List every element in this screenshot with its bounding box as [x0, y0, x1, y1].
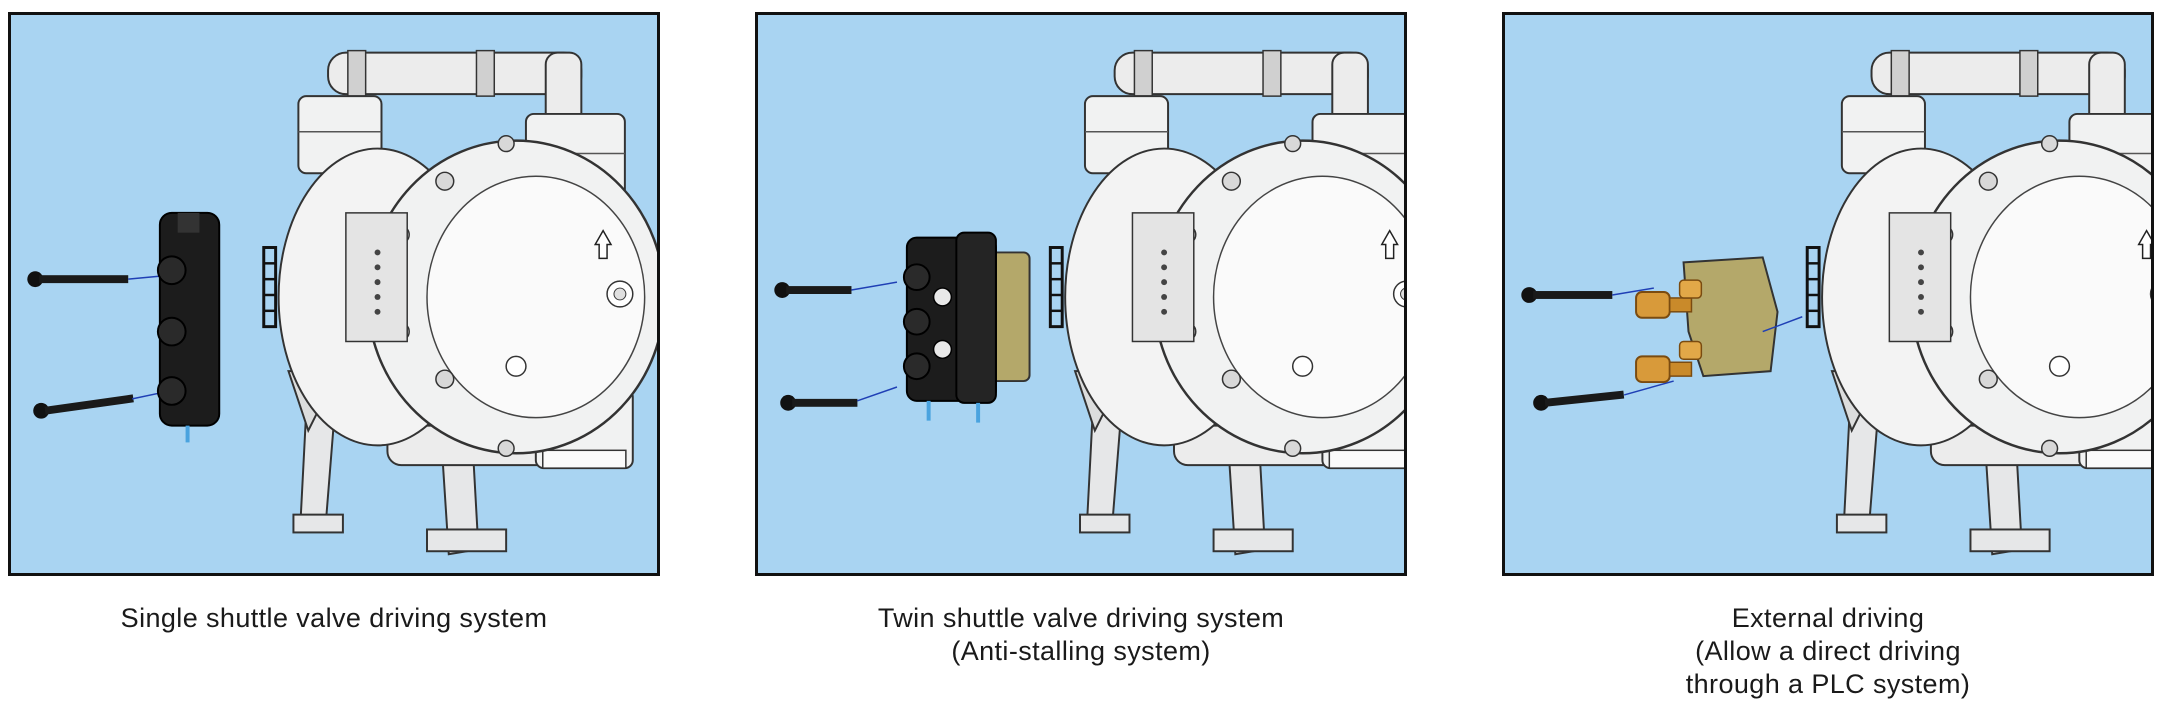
single-shuttle-illustration: [27, 49, 657, 556]
external-driving-block: [1682, 256, 1803, 378]
twin-shuttle-valve: [902, 231, 1031, 423]
brass-air-fittings: [1635, 279, 1703, 384]
caption-line: External driving: [1731, 603, 1925, 633]
mounting-bolt-top: [774, 281, 898, 298]
caption-line: (Anti-stalling system): [951, 636, 1211, 666]
panel-twin-shuttle: [755, 12, 1407, 576]
pump-body: [1048, 49, 1404, 556]
caption-twin-shuttle: Twin shuttle valve driving system (Anti-…: [755, 602, 1407, 668]
caption-single-shuttle: Single shuttle valve driving system: [8, 602, 660, 635]
mounting-bolt-bottom: [1533, 380, 1674, 411]
panel-single-shuttle: [8, 12, 660, 576]
external-driving-illustration: [1521, 49, 2151, 556]
mounting-bolt-bottom: [33, 390, 170, 419]
caption-line: (Allow a direct driving: [1695, 636, 1961, 666]
single-shuttle-valve: [156, 211, 221, 443]
panel-external-driving: [1502, 12, 2154, 576]
twin-shuttle-illustration: [774, 49, 1404, 556]
mounting-bolt-top: [1521, 287, 1654, 303]
mounting-bolt-top: [27, 271, 170, 288]
caption-external-driving: External driving (Allow a direct driving…: [1502, 602, 2154, 701]
mounting-bolt-bottom: [780, 386, 898, 411]
pump-body: [1805, 49, 2151, 556]
caption-line: through a PLC system): [1685, 669, 1971, 699]
pump-body: [262, 49, 657, 556]
caption-line: Single shuttle valve driving system: [120, 603, 548, 633]
caption-line: Twin shuttle valve driving system: [877, 603, 1285, 633]
